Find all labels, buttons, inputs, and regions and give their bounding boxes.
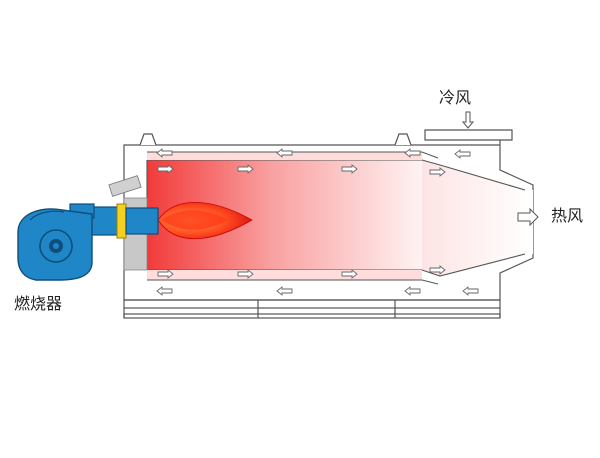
cold-air-arrow xyxy=(461,111,475,129)
outlet-cone xyxy=(422,160,533,276)
air-gap-bottom xyxy=(147,270,422,280)
burner xyxy=(17,203,159,281)
flow-arrows-bottom xyxy=(157,265,446,279)
air-gap-top xyxy=(147,152,422,160)
return-arrows-top xyxy=(156,148,471,159)
cold-air-label: 冷风 xyxy=(439,88,472,107)
hot-air-arrow xyxy=(517,207,539,227)
burner-label: 燃烧器 xyxy=(14,294,63,313)
lifting-lug-right xyxy=(394,133,412,146)
furnace-shell xyxy=(123,129,534,301)
flow-arrows-top xyxy=(157,164,446,177)
flue-stub xyxy=(108,175,142,197)
hot-air-label: 热风 xyxy=(551,206,584,225)
base-frame xyxy=(123,299,501,319)
lifting-lug-left xyxy=(139,133,157,146)
return-arrows-bottom xyxy=(156,286,479,296)
